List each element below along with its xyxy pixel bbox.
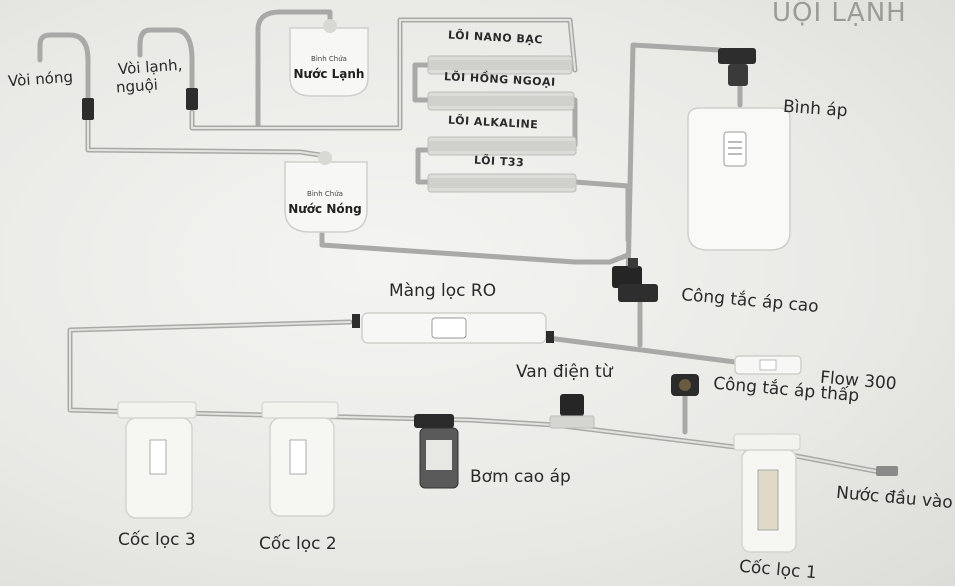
- cartridge-hong-ngoai: [427, 91, 575, 111]
- label-mang-loc-ro: Màng lọc RO: [389, 281, 497, 301]
- cartridge-nano-bac: [427, 55, 573, 75]
- filter-housing-3: [117, 401, 197, 519]
- low-pressure-switch: [671, 374, 699, 396]
- cold-tank-label-small: Bình Chứa: [311, 55, 347, 63]
- label-voi-nguoi: nguội: [115, 75, 159, 97]
- pressure-tank: [687, 48, 791, 251]
- label-coc-loc-2: Cốc lọc 2: [259, 534, 337, 554]
- label-van-dien-tu: Van điện từ: [516, 362, 613, 382]
- booster-pump: [414, 414, 459, 489]
- cartridge-alkaline: [427, 136, 577, 156]
- hot-faucet-connector: [82, 98, 94, 120]
- label-cartridge-t33: LÕI T33: [473, 153, 525, 170]
- label-bom-cao-ap: Bơm cao áp: [470, 467, 571, 487]
- label-coc-loc-3: Cốc lọc 3: [118, 530, 196, 550]
- hot-water-tank: Bình Chứa Nước Nóng: [284, 151, 368, 233]
- hot-tank-label-small: Bình Chứa: [307, 190, 343, 198]
- header-fragment: UỘI LẠNH: [772, 0, 907, 28]
- cold-tank-label-big: Nước Lạnh: [294, 67, 365, 81]
- ro-membrane: [352, 312, 554, 344]
- inlet-fitting: [876, 466, 898, 476]
- cold-faucet-connector: [186, 88, 198, 110]
- high-pressure-switch: [612, 258, 658, 302]
- flow-restrictor: [734, 355, 802, 375]
- filter-housing-2: [261, 401, 339, 517]
- cold-water-tank: Bình Chứa Nước Lạnh: [289, 19, 369, 97]
- solenoid-valve: [549, 394, 595, 429]
- hot-tank-label-big: Nước Nóng: [288, 202, 362, 216]
- filter-housing-1: [733, 433, 801, 553]
- cartridge-t33: [427, 173, 577, 193]
